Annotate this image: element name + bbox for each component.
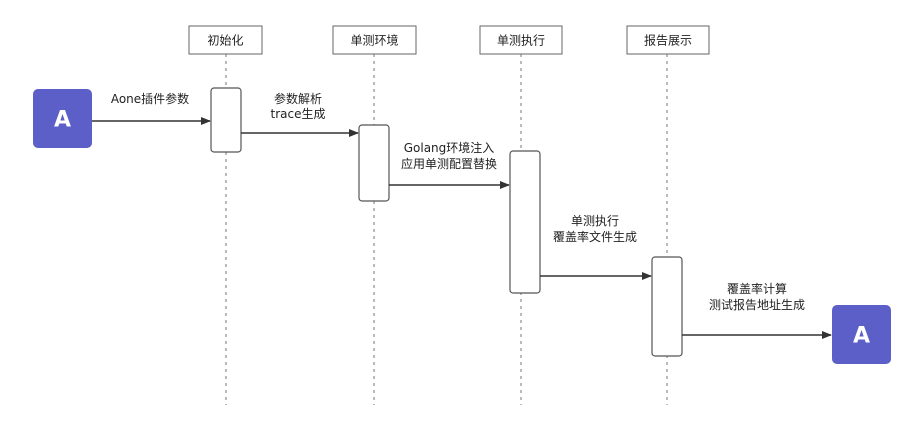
actor-end: A <box>832 305 891 364</box>
activation-exec <box>509 150 541 294</box>
participant-report: 报告展示 <box>626 25 710 55</box>
participant-env: 单测环境 <box>332 25 417 55</box>
participant-report-label: 报告展示 <box>644 33 692 48</box>
participant-env-label: 单测环境 <box>350 33 398 48</box>
message-3-line-2: 应用单测配置替换 <box>401 156 497 171</box>
participant-exec: 单测执行 <box>479 25 563 55</box>
message-4-line-1: 单测执行 <box>571 214 619 228</box>
participant-init-label: 初始化 <box>207 34 243 48</box>
actor-end-letter: A <box>853 324 870 349</box>
activation-env <box>358 124 390 202</box>
message-1-line-1: Aone插件参数 <box>111 91 189 106</box>
message-4-line-2: 覆盖率文件生成 <box>553 229 637 244</box>
actor-start: A <box>33 89 92 148</box>
actor-start-letter: A <box>54 108 71 133</box>
activation-report <box>651 256 683 357</box>
message-2-line-1: 参数解析 <box>274 91 322 106</box>
message-2-line-2: trace生成 <box>271 107 326 121</box>
participant-exec-label: 单测执行 <box>497 34 545 48</box>
message-3-line-1: Golang环境注入 <box>404 140 495 155</box>
participant-init: 初始化 <box>188 25 263 55</box>
message-5-line-1: 覆盖率计算 <box>727 281 787 296</box>
activation-init <box>210 87 242 153</box>
message-5-line-2: 测试报告地址生成 <box>709 297 805 312</box>
